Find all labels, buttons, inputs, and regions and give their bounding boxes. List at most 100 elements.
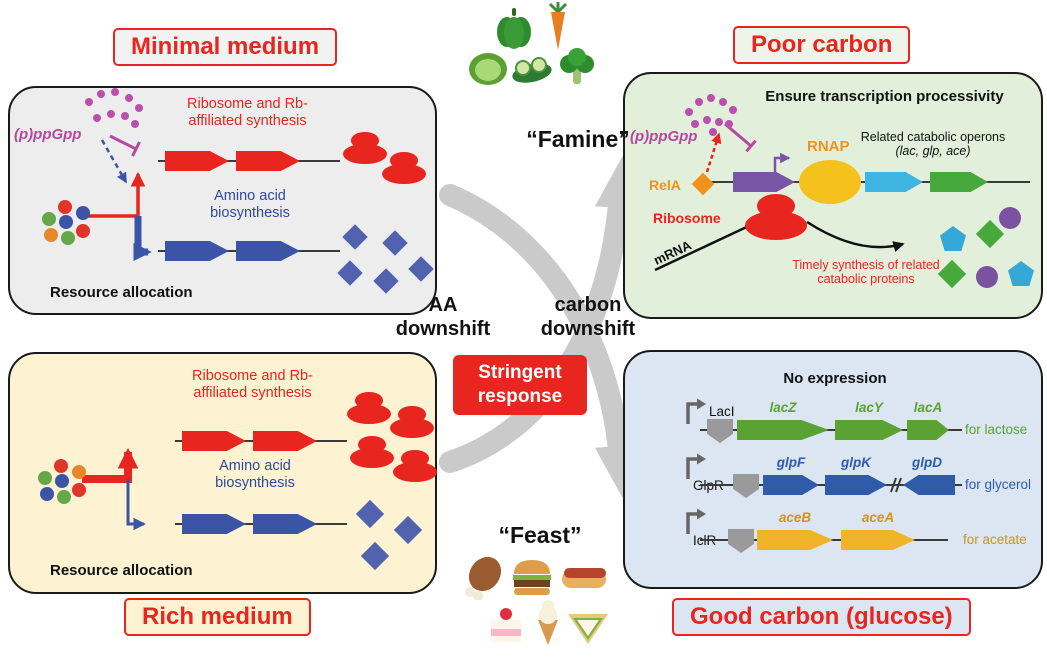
ribosome-icon <box>343 132 387 164</box>
aceB-label: aceB <box>778 510 812 525</box>
catabolic-protein-circle <box>976 266 998 288</box>
ppgpp-molecule-dot <box>707 94 715 102</box>
rnap-label: RNAP <box>807 138 850 155</box>
ppgpp-molecule-dot <box>685 108 693 116</box>
glpK-gene-arrow <box>825 475 887 495</box>
ppgpp-molecule-dot <box>719 98 727 106</box>
ppgpp-molecule-dot <box>709 128 717 136</box>
promoter-gene-arrow <box>733 172 795 192</box>
no-expression-header: No expression <box>783 370 887 387</box>
amino-acid-diamond <box>393 515 423 545</box>
for-lactose-label: for lactose <box>965 422 1028 437</box>
lacZ-gene-arrow <box>737 420 829 440</box>
carrot-icon <box>548 2 568 50</box>
catabolic-protein-pentagon <box>940 226 966 251</box>
repressor-pentagon <box>733 474 759 498</box>
sequence-break-marks <box>890 477 902 493</box>
metabolite-dot <box>72 465 86 479</box>
glpF-gene-arrow <box>763 475 819 495</box>
metabolite-dot <box>57 490 71 504</box>
rela-label: RelA <box>649 177 681 193</box>
broccoli-icon <box>560 48 594 84</box>
poor-carbon-panel: Ensure transcription processivity (p)ppG… <box>623 72 1043 319</box>
amino-acid-label: Amino acid biosynthesis <box>215 458 295 491</box>
ribosome-synthesis-label: Ribosome and Rb- affiliated synthesis <box>192 368 313 401</box>
amino-acid-diamond <box>360 541 390 571</box>
glpK-label: glpK <box>841 455 871 470</box>
metabolite-dot <box>76 224 90 238</box>
catabolic-gene-arrow-cyan <box>865 172 923 192</box>
ribosome-gene-arrow <box>182 431 246 451</box>
ribosome-gene-arrow <box>236 151 300 171</box>
ribosome-icon <box>745 194 807 240</box>
feast-label: “Feast” <box>498 522 582 548</box>
metabolite-dot <box>38 471 52 485</box>
minimal-medium-panel: (p)ppGpp Ribosome and Rb- affiliated syn… <box>8 86 437 315</box>
catabolic-protein-pentagon <box>1008 261 1034 286</box>
aceA-gene-arrow <box>841 530 915 550</box>
rich-medium-title: Rich medium <box>124 598 311 636</box>
lactose-operon-line <box>700 429 962 431</box>
timely-synthesis-label: Timely synthesis of related catabolic pr… <box>792 258 940 287</box>
promoter-bent-arrow-icon <box>686 398 706 424</box>
resource-allocation-label: Resource allocation <box>50 562 193 579</box>
poor-carbon-title: Poor carbon <box>733 26 911 64</box>
rnap-polymerase-icon <box>799 160 861 204</box>
ribosome-gene-arrow <box>165 151 229 171</box>
ribosome-icon <box>382 152 426 184</box>
ribosome-icon <box>347 392 391 424</box>
ppgpp-molecule-dot <box>107 110 115 118</box>
lacZ-label: lacZ <box>769 400 797 415</box>
catabolic-protein-circle <box>999 207 1021 229</box>
cake-icon <box>491 608 521 642</box>
amino-gene-arrow <box>182 514 246 534</box>
ppgpp-molecule-dot <box>135 104 143 112</box>
drumstick-icon <box>465 556 502 600</box>
rela-protein-diamond <box>691 172 715 196</box>
metabolite-dot <box>59 215 73 229</box>
carbon-downshift-label: carbon downshift <box>540 294 636 340</box>
lacY-gene-arrow <box>835 420 903 440</box>
famine-label: “Famine” <box>526 126 630 152</box>
promoter-bent-arrow-icon <box>686 453 706 479</box>
repressor-pentagon <box>728 529 754 553</box>
lacY-label: lacY <box>855 400 883 415</box>
amino-acid-diamond <box>355 499 385 529</box>
aa-downshift-label: AA downshift <box>395 294 491 340</box>
for-glycerol-label: for glycerol <box>965 477 1032 492</box>
arrow-to-good-carbon <box>439 184 643 498</box>
ppgpp-molecule-dot <box>85 98 93 106</box>
catabolic-gene-arrow-green <box>930 172 988 192</box>
amino-acid-diamond <box>337 260 363 286</box>
ppgpp-label: (p)ppGpp <box>14 126 82 143</box>
stringent-response-box: Stringent response <box>453 355 587 415</box>
rich-medium-panel: Ribosome and Rb- affiliated synthesis Am… <box>8 352 437 594</box>
lettuce-icon <box>469 53 507 85</box>
lacA-gene-arrow <box>907 420 949 440</box>
mrna-label: mRNA <box>651 237 694 268</box>
ppgpp-molecule-dot <box>715 118 723 126</box>
sandwich-icon <box>568 614 608 644</box>
metabolite-dot <box>40 487 54 501</box>
ribosome-icon <box>350 436 394 468</box>
burger-icon <box>513 560 551 595</box>
amino-gene-arrow <box>253 514 317 534</box>
ribosome-synthesis-label: Ribosome and Rb- affiliated synthesis <box>187 96 308 129</box>
resource-allocation-label: Resource allocation <box>50 284 193 301</box>
repressor-label: LacI <box>709 404 735 419</box>
hot-dog-icon <box>562 568 606 588</box>
ribosome-icon <box>390 406 434 438</box>
metabolite-dot <box>76 206 90 220</box>
ppgpp-molecule-dot <box>111 88 119 96</box>
amino-acid-diamond <box>408 256 434 282</box>
amino-gene-arrow <box>236 241 300 261</box>
metabolite-dot <box>42 212 56 226</box>
metabolite-dot <box>55 474 69 488</box>
good-carbon-panel: No expression LacI lacZ lacY lacA for la… <box>623 350 1043 589</box>
cucumber-icon <box>512 57 552 83</box>
amino-acid-diamond <box>342 224 368 250</box>
amino-gene-arrow <box>165 241 229 261</box>
for-acetate-label: for acetate <box>963 532 1027 547</box>
ribosome-label: Ribosome <box>653 210 721 226</box>
